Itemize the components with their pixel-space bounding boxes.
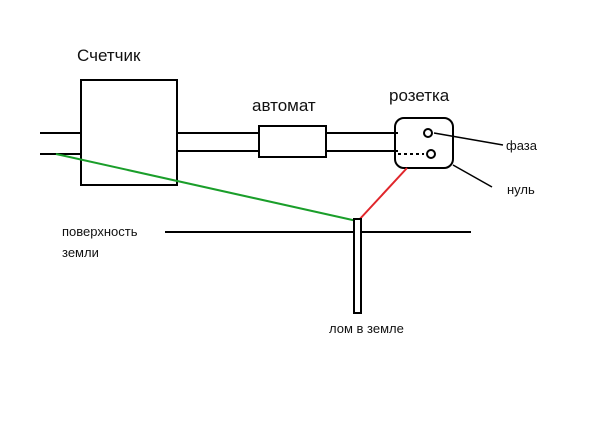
ground-surface-label-line2: земли	[62, 245, 99, 260]
phase-label: фаза	[506, 138, 537, 153]
breaker-box	[258, 125, 327, 158]
ground-surface-label-line1: поверхность	[62, 224, 138, 239]
socket-phase-contact	[423, 128, 433, 138]
phase-pointer	[433, 132, 504, 146]
neutral-label: нуль	[507, 182, 535, 197]
rod-label: лом в земле	[329, 321, 404, 336]
neutral-pointer	[452, 164, 493, 188]
meter-label: Счетчик	[77, 46, 141, 65]
green-ground-wire	[55, 153, 358, 222]
breaker-label: автомат	[252, 96, 316, 115]
ground-rod	[353, 218, 362, 314]
red-wire	[357, 167, 408, 222]
socket-label: розетка	[389, 86, 450, 105]
socket-body	[394, 117, 454, 169]
socket-neutral-contact	[426, 149, 436, 159]
